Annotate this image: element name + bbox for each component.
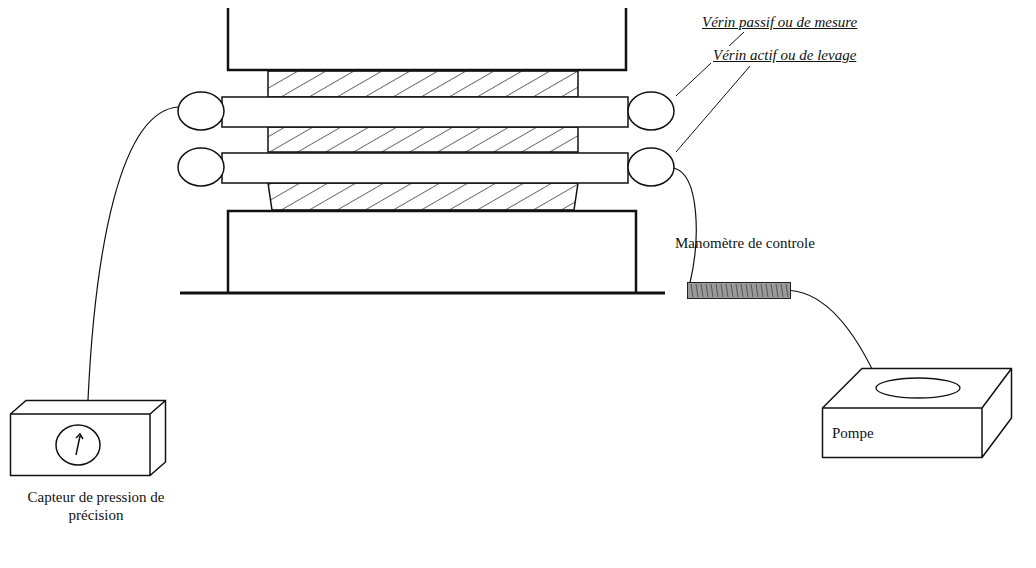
jack-plate — [222, 153, 628, 183]
node-label: Manomètre de controle — [675, 234, 815, 252]
sensor-box: Capteur de pression de précision — [10, 400, 166, 476]
hatched-pad — [268, 71, 578, 97]
press-frame — [228, 8, 626, 70]
pump-box: Pompe — [822, 368, 1012, 458]
hose — [674, 168, 696, 283]
leader-line — [676, 32, 744, 96]
pump-box-outline — [822, 368, 1012, 458]
ground-line — [180, 292, 665, 295]
leader-line — [676, 66, 750, 152]
jack-bead — [628, 92, 674, 130]
jack-bead — [628, 148, 674, 186]
part-label: Vérin passif ou de mesure — [700, 13, 859, 31]
node-label: Capteur de pression de précision — [21, 488, 171, 524]
jack-bead — [178, 148, 224, 186]
jack-plate — [222, 97, 628, 127]
jack-bead — [178, 92, 224, 130]
sensor-box-outline — [10, 400, 166, 476]
part-label: Vérin actif ou de levage — [711, 46, 858, 64]
hose — [88, 107, 179, 400]
hatched-pad — [268, 127, 578, 152]
manometer-bar: Manomètre de controle — [687, 282, 791, 299]
hatched-pad — [268, 183, 578, 210]
node-label: Pompe — [832, 424, 874, 442]
manometer-bar-outline — [687, 282, 791, 299]
press-base — [228, 211, 636, 293]
